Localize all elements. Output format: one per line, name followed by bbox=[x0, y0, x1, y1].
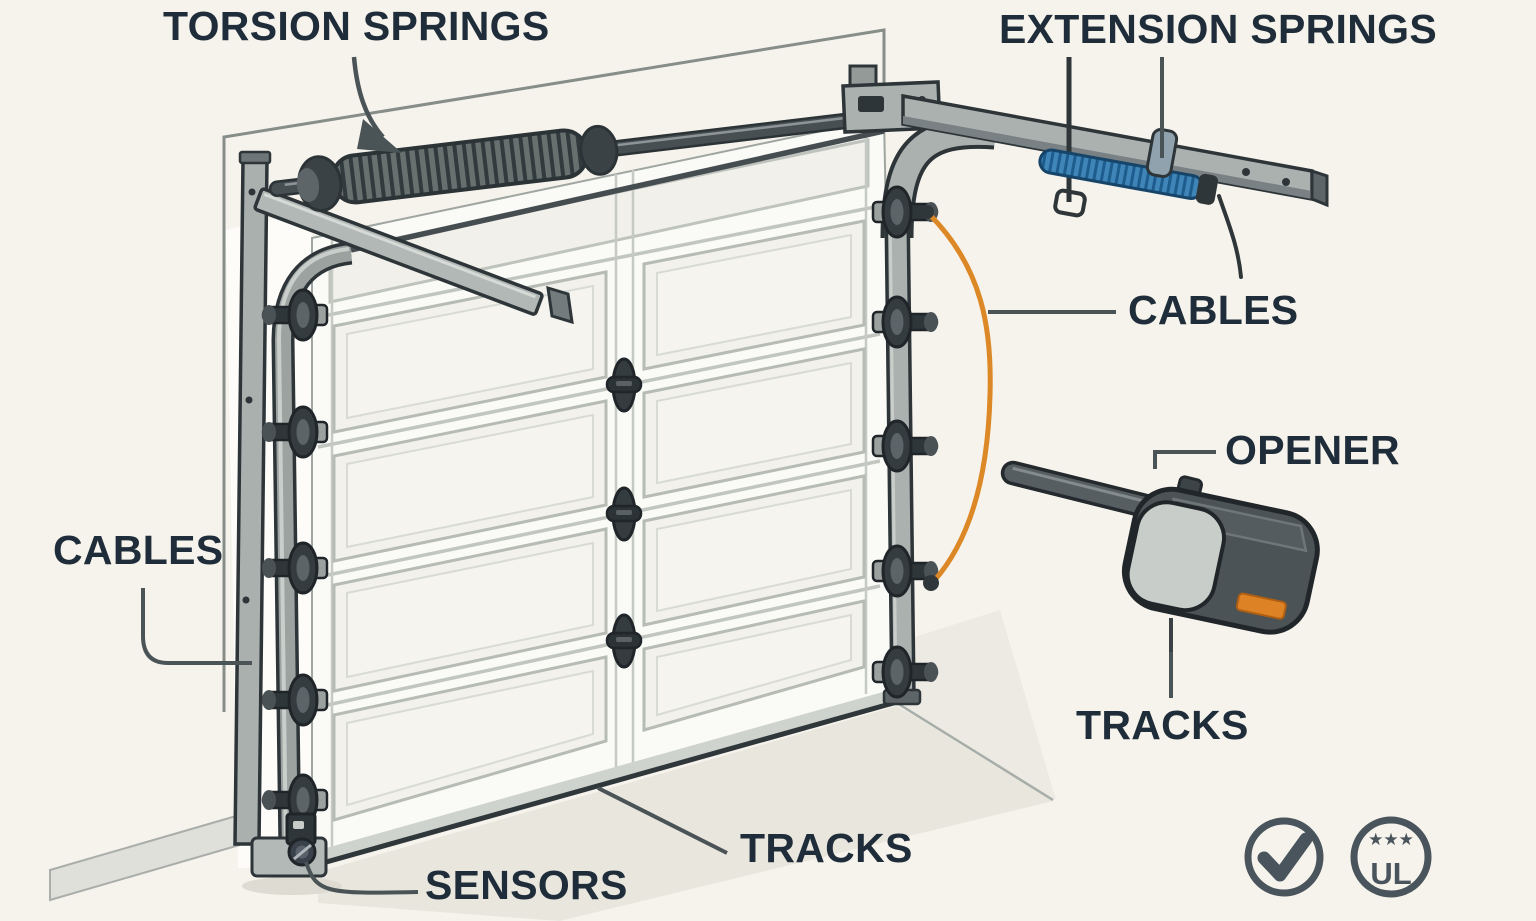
left-track-assembly bbox=[233, 128, 885, 895]
sensor-lens-glint bbox=[293, 843, 312, 861]
ul-badge-stars: ★★★ bbox=[1368, 830, 1414, 850]
angled-track-end-cap bbox=[546, 285, 574, 325]
door-bottom-edge bbox=[311, 699, 898, 869]
extension-spring-end-cap bbox=[1195, 173, 1219, 205]
ul-badge-circle bbox=[1350, 816, 1432, 898]
label-cables-right: CABLES bbox=[1128, 287, 1299, 333]
bolt-icon bbox=[1282, 178, 1290, 186]
garage-door-opener bbox=[1000, 460, 1320, 652]
check-icon bbox=[1257, 832, 1313, 882]
floor-shadow-under-door bbox=[318, 706, 1053, 921]
floor-line bbox=[896, 701, 1054, 802]
sensor-led bbox=[293, 821, 304, 829]
right-track-assembly bbox=[841, 57, 1329, 706]
hanger-clamp bbox=[1053, 188, 1087, 218]
right-track-end-cap bbox=[1310, 168, 1329, 208]
bolt-icon bbox=[242, 596, 250, 604]
label-cables-left: CABLES bbox=[53, 527, 224, 573]
bolt-icon bbox=[248, 188, 256, 196]
check-badge-circle bbox=[1244, 817, 1324, 897]
torsion-springs-arrow bbox=[351, 56, 385, 139]
sensors-leader bbox=[304, 861, 419, 895]
floor-shadow-right bbox=[905, 610, 1056, 800]
wall-outline bbox=[222, 28, 886, 712]
extension-spring-cable bbox=[1217, 194, 1243, 279]
cable-anchor-bottom bbox=[923, 575, 939, 591]
label-tracks-right: TRACKS bbox=[1076, 702, 1249, 748]
opener-body bbox=[1121, 486, 1320, 635]
bolt-icon bbox=[1242, 168, 1250, 176]
torsion-springs-arrowhead bbox=[357, 119, 402, 153]
label-opener: OPENER bbox=[1225, 427, 1400, 473]
ul-badge-text: UL bbox=[1370, 856, 1411, 891]
left-track-cap bbox=[238, 150, 272, 165]
leader-lines bbox=[141, 56, 1216, 895]
opener-sticker bbox=[1235, 592, 1287, 620]
header-bracket-slot bbox=[858, 96, 884, 112]
tracks-bottom-leader bbox=[597, 786, 728, 855]
left-horizontal-track-line bbox=[350, 128, 885, 253]
door-stiles bbox=[330, 124, 868, 862]
torsion-spring-cone-right bbox=[579, 124, 619, 176]
cable-orange bbox=[927, 212, 993, 583]
garage-door bbox=[311, 116, 898, 869]
opener-leader bbox=[1153, 450, 1216, 469]
label-extension-springs: EXTENSION SPRINGS bbox=[999, 6, 1437, 52]
torsion-spring-hub bbox=[296, 168, 320, 202]
bolt-icon bbox=[245, 396, 253, 404]
extension-spring bbox=[1038, 148, 1219, 205]
torsion-spring-assembly bbox=[268, 102, 937, 213]
left-curved-track bbox=[274, 245, 353, 853]
left-curved-track-highlight bbox=[276, 247, 350, 851]
cables-left-leader bbox=[141, 588, 252, 665]
floor bbox=[318, 610, 1056, 921]
door-bottom-seal bbox=[312, 688, 897, 866]
angled-track-bracket bbox=[253, 187, 544, 316]
door-rails bbox=[317, 204, 881, 709]
cable-anchor-top bbox=[920, 205, 934, 219]
door-panels bbox=[332, 219, 866, 822]
label-torsion-springs: TORSION SPRINGS bbox=[163, 3, 550, 49]
label-sensors: SENSORS bbox=[425, 862, 628, 908]
lift-cable bbox=[920, 205, 993, 591]
label-tracks-bottom: TRACKS bbox=[740, 825, 913, 871]
badges: ★★★ UL bbox=[1244, 816, 1432, 898]
opener-front-face bbox=[1125, 500, 1226, 613]
